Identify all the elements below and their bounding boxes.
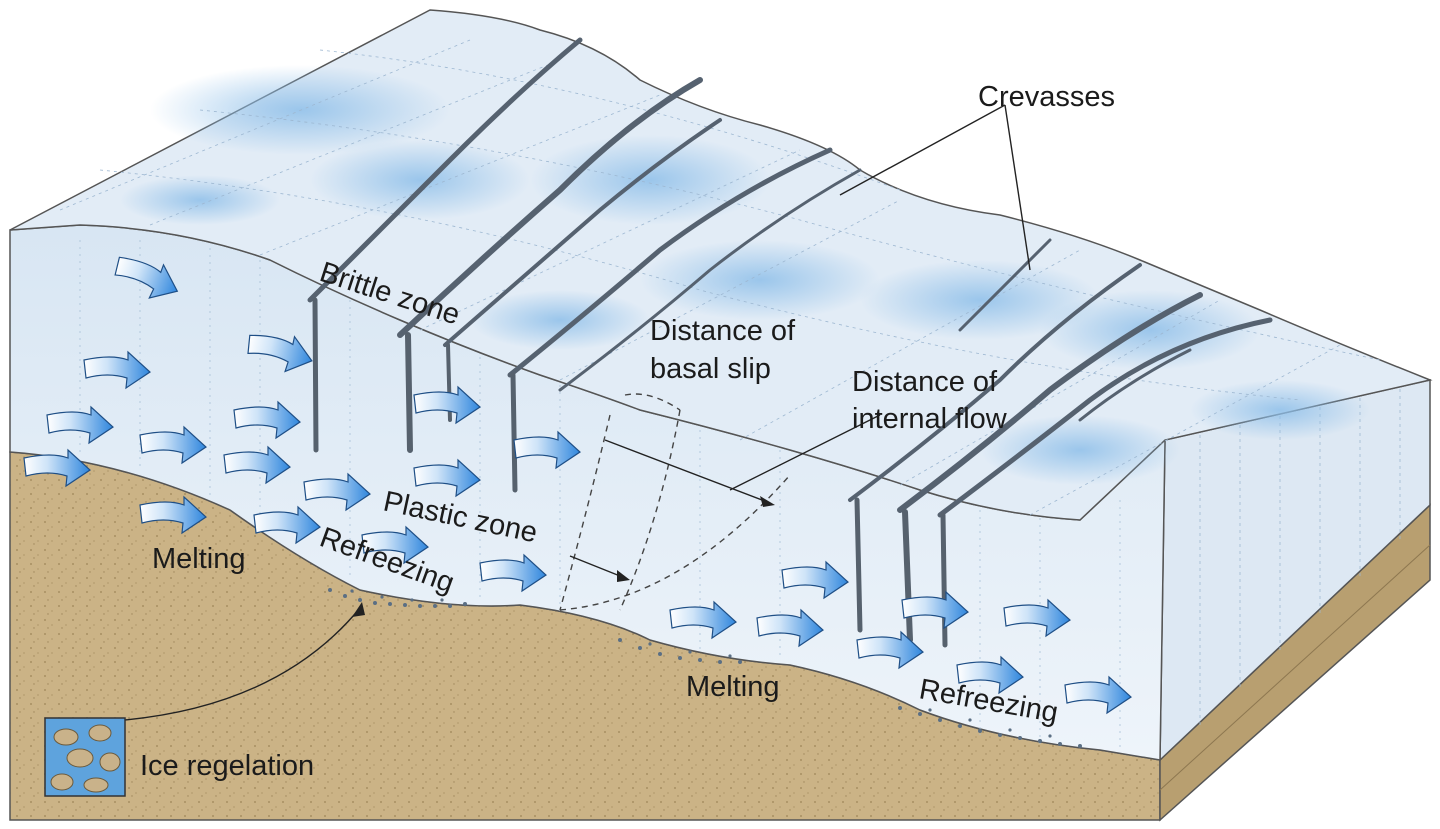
label-distance-basal-slip-1: Distance of [650, 315, 796, 347]
label-melting-right: Melting [686, 671, 780, 703]
label-distance-internal-flow-1: Distance of [852, 366, 998, 398]
label-crevasses: Crevasses [978, 81, 1115, 113]
label-distance-internal-flow-2: internal flow [852, 403, 1008, 435]
label-melting-left: Melting [152, 543, 246, 575]
leader-lines [124, 104, 1031, 721]
flow-profile-dashed [559, 393, 791, 611]
basal-ice-particles [328, 588, 1082, 748]
ice-regelation-inset [44, 717, 126, 797]
label-distance-basal-slip-2: basal slip [650, 353, 771, 385]
label-ice-regelation: Ice regelation [140, 750, 314, 782]
crevasses-group [307, 37, 1273, 518]
leader-arrowheads [352, 496, 775, 617]
